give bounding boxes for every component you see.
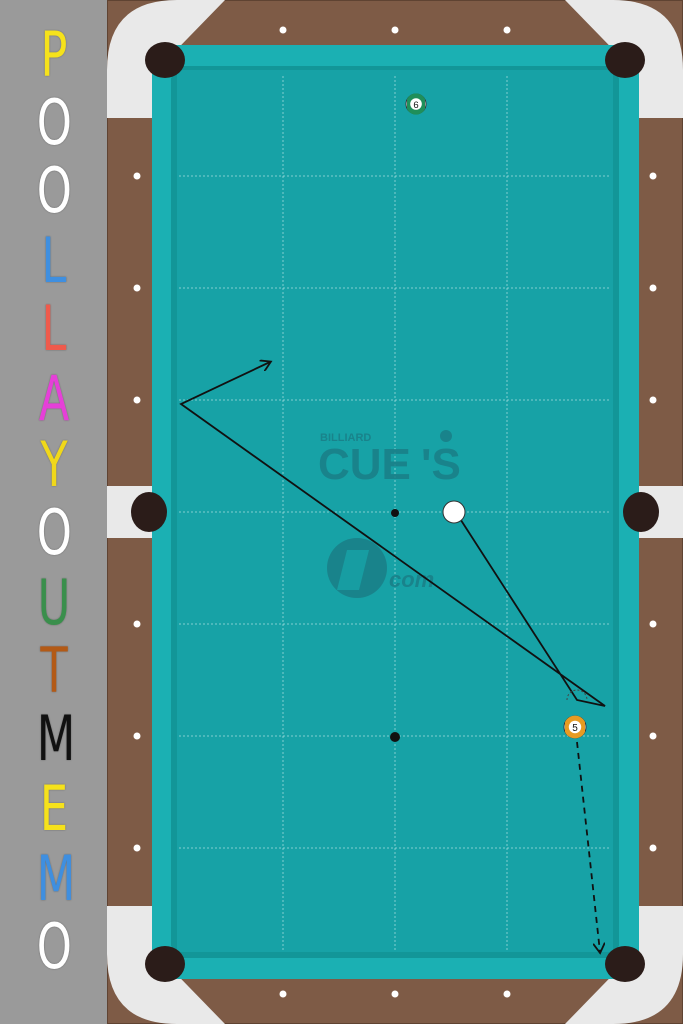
diamonds: [133, 26, 657, 998]
title-letter: T: [40, 634, 68, 707]
title-letter: Y: [40, 428, 68, 501]
ball-5[interactable]: 5: [563, 715, 587, 739]
watermark: BILLIARD CUE 'S com: [318, 430, 461, 598]
ball-5-number: 5: [572, 723, 578, 734]
title-letter: O: [36, 910, 72, 983]
title-letter: A: [38, 362, 70, 435]
cue-ball-path: [179, 362, 606, 707]
guide-grid: [179, 76, 611, 950]
pocket-mid-left: [131, 492, 167, 532]
title-letter: O: [36, 496, 72, 569]
pocket-top-right: [605, 42, 645, 78]
pocket-top-left: [145, 42, 185, 78]
title-letter: P: [40, 18, 68, 91]
title-letter: U: [37, 566, 71, 639]
watermark-dot: [440, 430, 452, 442]
title-letter: E: [39, 772, 69, 845]
title-letter: L: [41, 292, 67, 365]
pocket-mid-right: [623, 492, 659, 532]
watermark-apostrophe-s: 'S: [421, 440, 461, 489]
pool-table[interactable]: BILLIARD CUE 'S com 5 6: [107, 0, 683, 1024]
pocket-bottom-left: [145, 946, 185, 982]
pockets: [131, 42, 659, 982]
title-letter: M: [36, 702, 76, 775]
watermark-cue: CUE: [318, 440, 411, 489]
title-letter: L: [41, 224, 67, 297]
foot-spot: [390, 732, 400, 742]
center-spot: [391, 509, 399, 517]
title-letter: M: [36, 842, 76, 915]
object-ball-path: [576, 741, 600, 952]
cue-ball[interactable]: [442, 500, 466, 524]
ball-6[interactable]: 6: [405, 93, 427, 115]
title-letter: O: [36, 154, 72, 227]
title-letter: O: [36, 86, 72, 159]
watermark-billiard: BILLIARD: [320, 432, 371, 444]
pocket-bottom-right: [605, 946, 645, 982]
watermark-logo-d: [337, 550, 369, 590]
ball-6-number: 6: [413, 100, 418, 111]
